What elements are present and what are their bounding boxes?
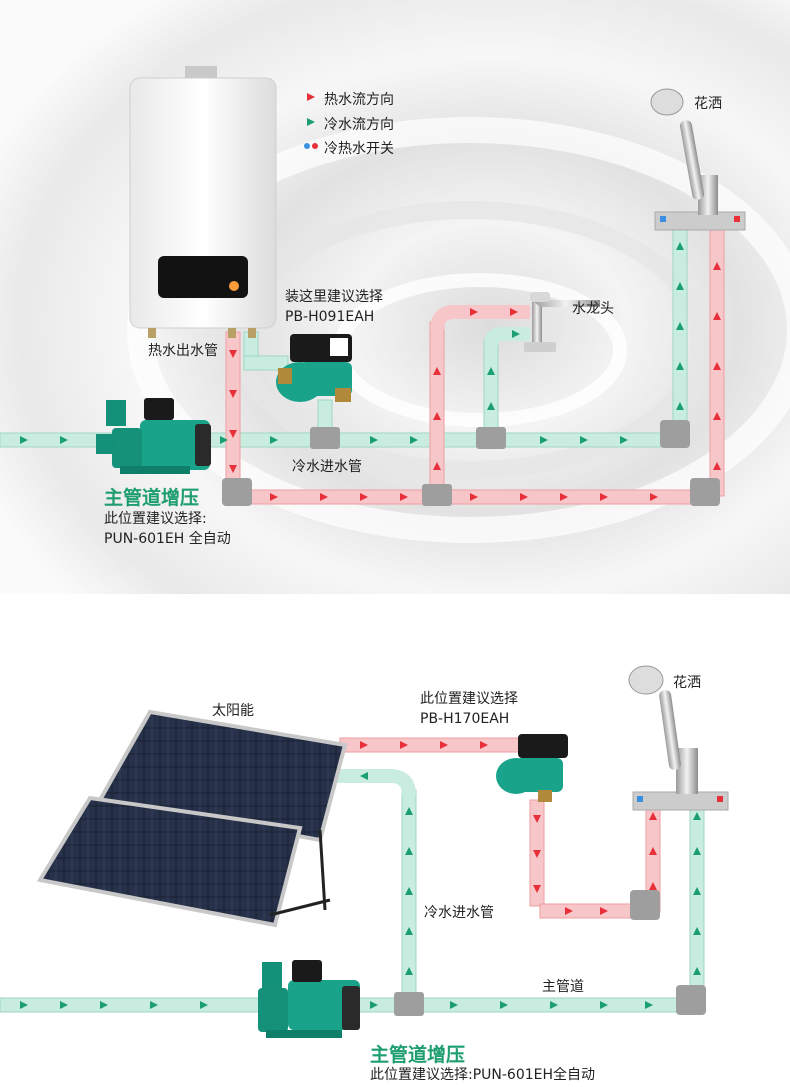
top-hot-arrows xyxy=(229,262,721,501)
top-pump-suggest-2: PB-H091EAH xyxy=(285,309,375,325)
solar-label: 太阳能 xyxy=(212,703,254,719)
legend-cold-label: 冷水流方向 xyxy=(324,117,394,133)
bottom-shower-label: 花洒 xyxy=(673,675,701,691)
bottom-main-sub: 此位置建议选择:PUN-601EH全自动 xyxy=(370,1067,596,1083)
bottom-cold-arrows xyxy=(20,772,701,1009)
faucet-label: 水龙头 xyxy=(572,301,614,317)
legend-switch: 冷热水开关 xyxy=(324,138,394,158)
top-shower xyxy=(650,88,746,231)
top-cold-inlet-label: 冷水进水管 xyxy=(292,459,362,475)
top-pump-suggest-1: 装这里建议选择 xyxy=(285,289,383,305)
bottom-hot-pipes xyxy=(339,737,661,919)
main-pipe-label: 主管道 xyxy=(542,979,584,995)
bottom-shower xyxy=(628,665,729,811)
legend-hot-label: 热水流方向 xyxy=(324,92,394,108)
bottom-hot-arrows xyxy=(360,741,657,915)
top-main-pump xyxy=(96,398,211,474)
bottom-pump-suggest-1: 此位置建议选择 xyxy=(420,691,518,707)
bottom-main-title: 主管道增压 xyxy=(370,1044,466,1066)
bottom-booster-pump xyxy=(496,734,568,802)
legend-hot: 热水流方向 xyxy=(324,89,394,109)
top-fittings xyxy=(222,420,720,506)
bottom-cold-inlet-label: 冷水进水管 xyxy=(424,905,494,921)
top-shower-label: 花洒 xyxy=(694,96,722,112)
bottom-pump-suggest-2: PB-H170EAH xyxy=(420,711,510,727)
legend-switch-label: 冷热水开关 xyxy=(324,141,394,157)
water-heater xyxy=(129,66,277,338)
top-main-sub-2: PUN-601EH 全自动 xyxy=(104,531,231,547)
bottom-fittings xyxy=(394,890,706,1016)
legend-markers xyxy=(304,93,318,149)
top-main-sub-1: 此位置建议选择: xyxy=(104,511,207,527)
faucet xyxy=(524,292,600,352)
top-main-title: 主管道增压 xyxy=(104,487,200,509)
bottom-main-pump xyxy=(258,960,360,1038)
top-cold-arrows xyxy=(20,242,684,444)
hot-outlet-label: 热水出水管 xyxy=(148,343,218,359)
legend-cold: 冷水流方向 xyxy=(324,114,394,134)
top-booster-pump xyxy=(276,334,352,402)
top-hot-pipes xyxy=(225,227,725,505)
solar-panels xyxy=(36,709,348,928)
